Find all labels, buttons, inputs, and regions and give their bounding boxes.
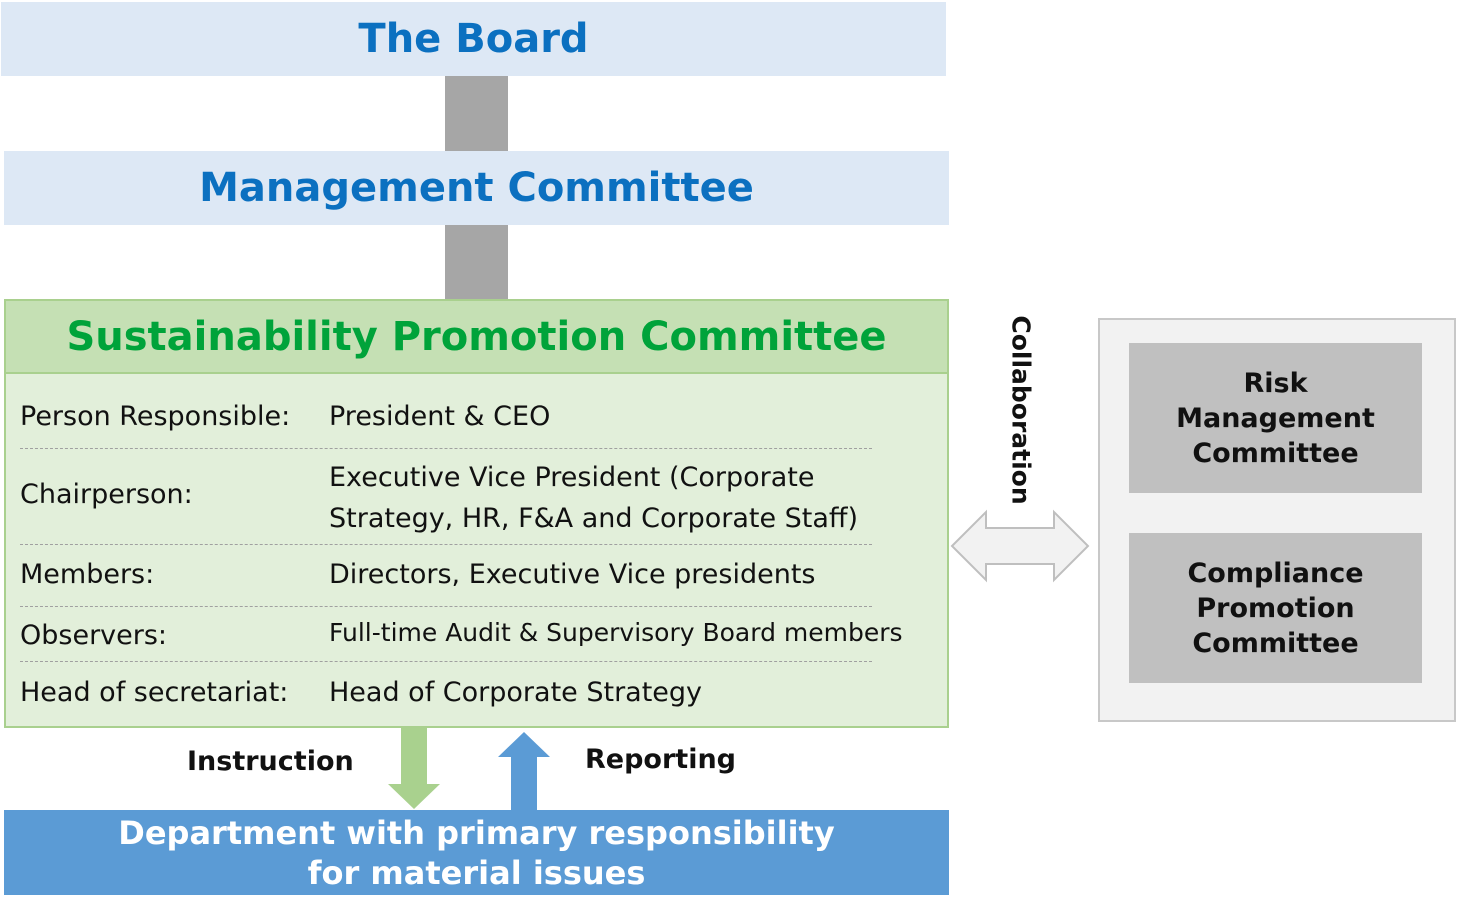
risk-management-committee-box: Risk Management Committee xyxy=(1129,343,1422,493)
row-value-chairperson-line2: Strategy, HR, F&A and Corporate Staff) xyxy=(329,503,859,534)
spc-title: Sustainability Promotion Committee xyxy=(66,313,887,360)
row-divider xyxy=(20,661,872,662)
reporting-arrow-up-icon xyxy=(498,732,550,811)
compliance-promotion-committee-box: Compliance Promotion Committee xyxy=(1129,533,1422,683)
instruction-label: Instruction xyxy=(187,746,354,777)
reporting-label: Reporting xyxy=(585,744,737,775)
row-label-person-responsible: Person Responsible: xyxy=(20,401,291,432)
department-line-2: for material issues xyxy=(307,853,646,892)
row-value-chairperson-line1: Executive Vice President (Corporate xyxy=(329,462,815,493)
collaboration-label: Collaboration xyxy=(1006,315,1036,505)
management-spc-connector xyxy=(445,225,508,299)
row-label-chairperson: Chairperson: xyxy=(20,479,193,510)
row-divider xyxy=(20,544,872,545)
row-value-head-of-secretariat: Head of Corporate Strategy xyxy=(329,677,703,708)
row-label-head-of-secretariat: Head of secretariat: xyxy=(20,677,289,708)
department-box: Department with primary responsibility f… xyxy=(4,810,949,895)
row-divider xyxy=(20,606,872,607)
compliance-line-2: Promotion xyxy=(1196,592,1355,624)
row-value-person-responsible: President & CEO xyxy=(329,401,551,432)
department-line-1: Department with primary responsibility xyxy=(118,813,835,852)
row-value-observers: Full-time Audit & Supervisory Board memb… xyxy=(329,618,903,647)
spc-details-panel: Person Responsible: President & CEO Chai… xyxy=(4,374,949,728)
compliance-line-1: Compliance xyxy=(1187,557,1364,589)
row-label-observers: Observers: xyxy=(20,620,168,651)
spc-header: Sustainability Promotion Committee xyxy=(4,299,949,374)
row-value-members: Directors, Executive Vice presidents xyxy=(329,559,816,590)
management-committee-box: Management Committee xyxy=(4,151,949,225)
board-title: The Board xyxy=(358,16,589,62)
risk-line-2: Management xyxy=(1176,402,1375,434)
compliance-line-3: Committee xyxy=(1192,627,1359,659)
risk-line-3: Committee xyxy=(1192,437,1359,469)
row-label-members: Members: xyxy=(20,559,155,590)
row-divider xyxy=(20,448,872,449)
board-management-connector xyxy=(445,76,508,151)
board-box: The Board xyxy=(1,2,946,76)
risk-line-1: Risk xyxy=(1243,367,1308,399)
management-committee-title: Management Committee xyxy=(199,165,754,211)
instruction-arrow-down-icon xyxy=(388,728,440,809)
collaboration-double-arrow-icon xyxy=(950,509,1090,583)
